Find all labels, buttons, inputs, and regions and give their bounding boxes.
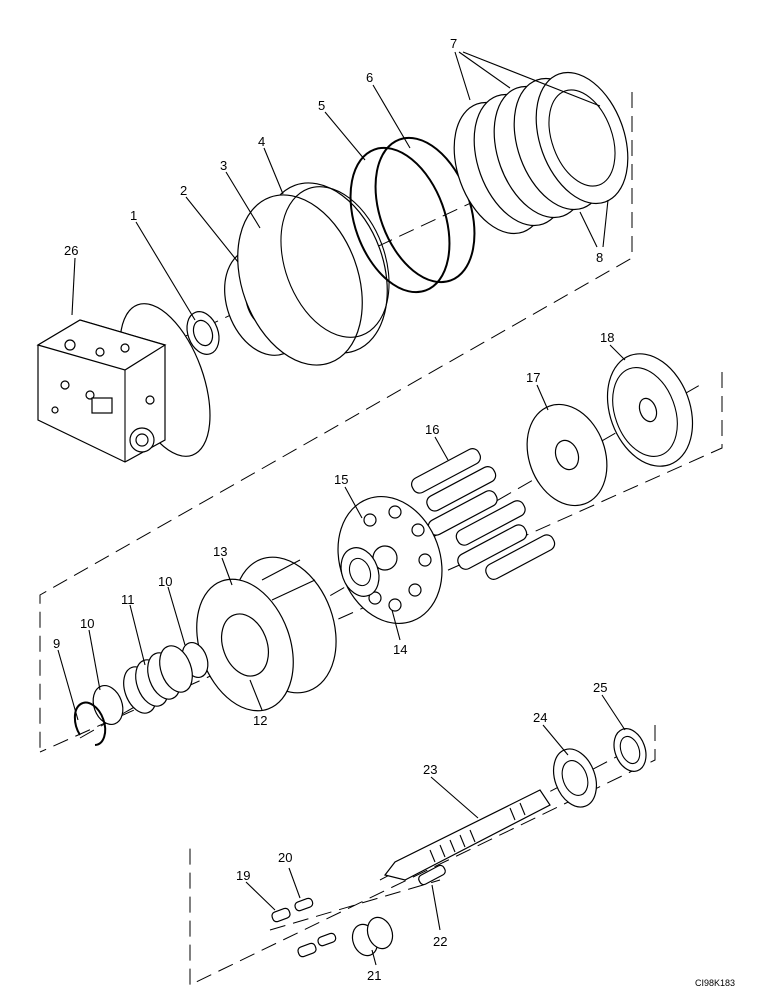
part-23-shaft [383,789,551,881]
label-part-8: 8 [596,250,603,265]
part-1-bearing [186,311,220,355]
part-16-pistons [411,448,556,580]
label-part-1: 1 [130,208,137,223]
label-part-9: 9 [53,636,60,651]
group-boundaries [39,92,723,986]
reference-code: CI98K183 [695,978,735,988]
part-12-13-cylinder-block [196,556,337,712]
label-part-23: 23 [423,762,437,777]
label-part-16: 16 [425,422,439,437]
label-part-15: 15 [334,472,348,487]
label-part-11: 11 [121,592,135,607]
part-21-bushing [351,916,394,957]
part-17-washer [526,403,608,507]
part-22-spring [418,864,446,886]
label-part-3: 3 [220,158,227,173]
part-26-housing [36,303,211,463]
label-part-10-b: 10 [158,574,172,589]
label-part-18: 18 [600,330,614,345]
part-labels: 26 1 2 3 4 5 6 7 8 9 10 10 11 12 13 14 1… [53,36,614,983]
part-14-bushing [340,547,380,597]
label-part-10-a: 10 [80,616,94,631]
label-part-19: 19 [236,868,250,883]
label-part-17: 17 [526,370,540,385]
label-part-25: 25 [593,680,607,695]
label-part-2: 2 [180,183,187,198]
part-9-snap-ring [73,701,107,746]
part-24-bearing [552,748,598,808]
label-part-6: 6 [366,70,373,85]
label-part-26: 26 [64,243,78,258]
label-part-7: 7 [450,36,457,51]
label-part-24: 24 [533,710,547,725]
label-part-14: 14 [393,642,407,657]
label-part-13: 13 [213,544,227,559]
label-part-4: 4 [258,134,265,149]
part-11-spring [123,645,193,714]
part-4-brake-housing [237,182,390,366]
label-part-22: 22 [433,934,447,949]
part-7-8-brake-discs [453,71,629,235]
label-part-20: 20 [278,850,292,865]
part-19-20-pins [271,897,337,958]
leader-lines [57,51,626,966]
label-part-21: 21 [367,968,381,983]
part-25-seal [613,728,647,772]
label-part-12: 12 [253,713,267,728]
label-part-5: 5 [318,98,325,113]
part-18-plate [606,353,694,467]
